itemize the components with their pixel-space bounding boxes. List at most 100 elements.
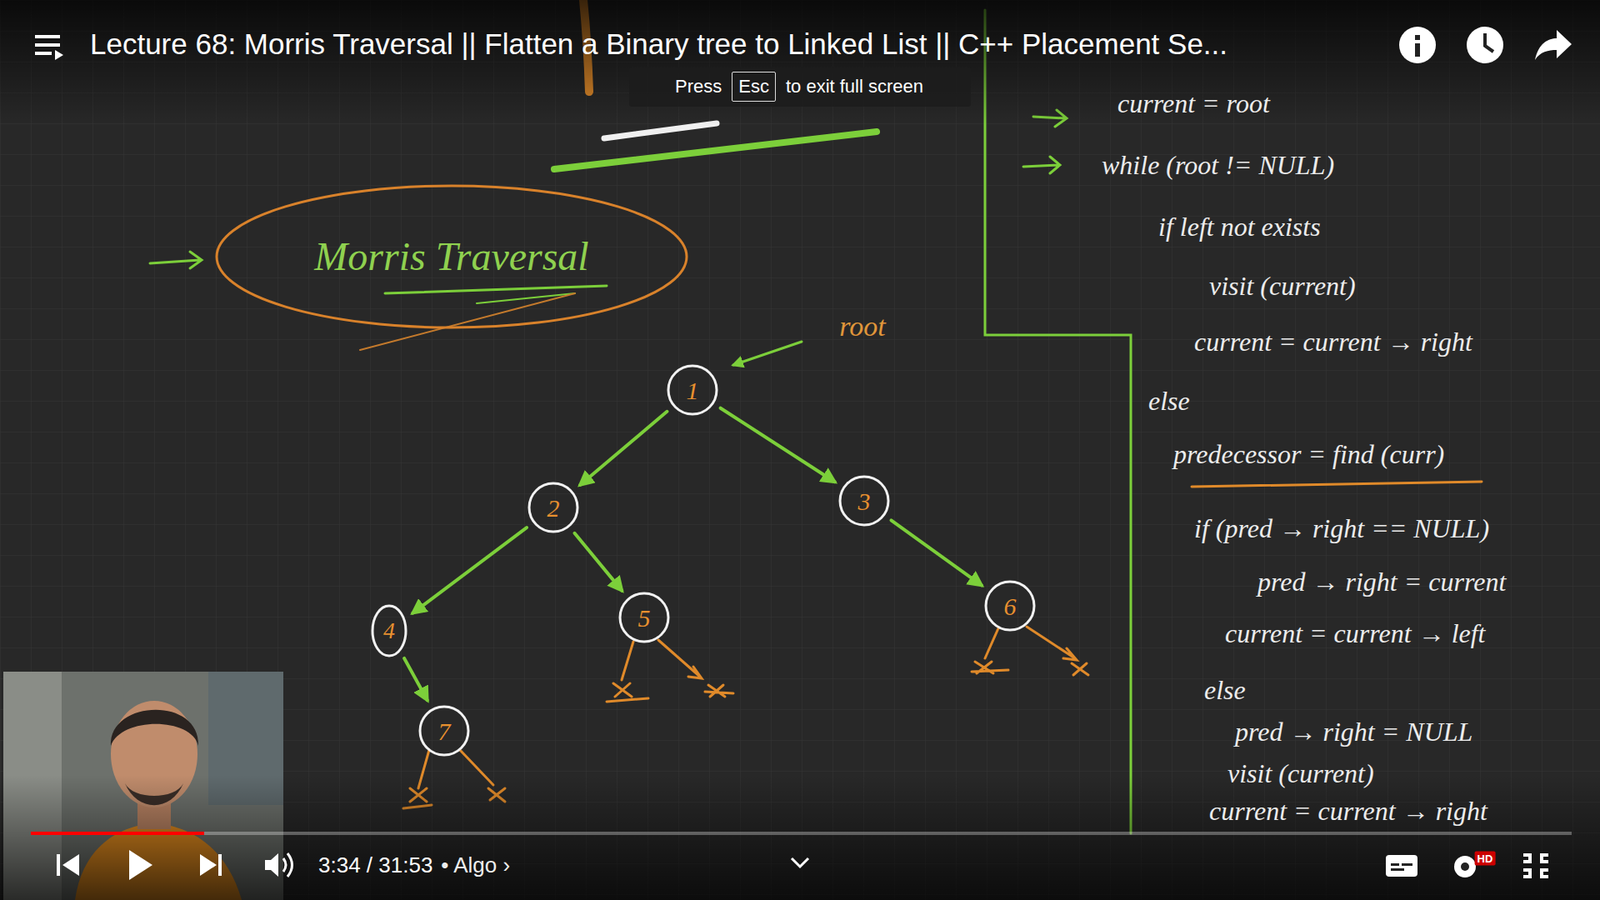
root-pointer (733, 341, 802, 365)
tree-node: 4 (370, 603, 409, 659)
info-icon (1415, 35, 1420, 40)
player-controls (1401, 863, 1413, 866)
playlist-icon (55, 50, 64, 60)
watch-later-icon (1466, 26, 1504, 64)
board-strokes (604, 123, 717, 139)
root-pointer (733, 341, 802, 365)
hint-text: Press (675, 75, 722, 98)
progress-bar (30, 831, 1572, 835)
player-controls (218, 854, 222, 876)
null-child-marks (971, 661, 1009, 674)
playlist-icon (35, 51, 52, 55)
node-value: 4 (383, 618, 395, 645)
null-child-marks (621, 641, 634, 680)
progress-bar (30, 831, 205, 835)
watch-later-icon (1485, 33, 1494, 52)
code-line: current = root (1117, 88, 1270, 120)
bottom-shade (0, 775, 1600, 900)
tree-node-outline (668, 365, 717, 415)
tree-node-outline (420, 706, 469, 755)
tree-node-outline (372, 605, 406, 656)
tree-edge (580, 411, 667, 485)
node-value: 5 (638, 604, 651, 632)
pointer-label: root (839, 310, 885, 343)
tree-node-outline (529, 483, 578, 532)
tree-node: 5 (617, 590, 671, 645)
null-child-marks (705, 685, 734, 697)
null-child-marks (1071, 663, 1089, 675)
watch-later-icon (1466, 26, 1504, 64)
webcam-overlay (110, 710, 199, 746)
node-value: 1 (686, 376, 700, 405)
pointer-arrow (1023, 156, 1060, 174)
player-controls (200, 854, 217, 876)
player-controls (1390, 868, 1405, 871)
null-child-marks (985, 628, 999, 659)
tree-node: 1 (665, 363, 720, 417)
player-controls (287, 853, 293, 877)
player-controls (1460, 862, 1470, 871)
time-row: 3:34 / 31:53 • Algo › (318, 852, 510, 879)
tree-node: 6 (983, 579, 1037, 633)
chapter-name: • Algo › (440, 852, 510, 879)
progress-bar (30, 831, 1572, 835)
top-shade (0, 0, 1600, 125)
code-line: current = current → right (1209, 795, 1488, 827)
code-line: else (1204, 675, 1246, 706)
hint-text: to exit full screen (785, 75, 924, 98)
tree-edge (404, 658, 428, 700)
player-controls (62, 854, 80, 876)
playlist-icon (35, 35, 64, 60)
esc-row: PressEscto exit full screen (675, 71, 924, 102)
board-strokes (1191, 481, 1482, 487)
tree-node: 7 (417, 704, 471, 758)
playlist-icon (35, 35, 60, 39)
player-controls (1523, 855, 1549, 877)
null-child-marks (1026, 626, 1077, 660)
code-line: predecessor = find (curr) (1173, 439, 1445, 470)
player-controls (1385, 855, 1418, 877)
code-line: current = current → right (1194, 326, 1473, 358)
info-icon (1415, 43, 1420, 57)
code-line: pred → right = current (1257, 566, 1506, 598)
video-title: Lecture 68: Morris Traversal || Flatten … (90, 27, 1228, 61)
tree-edge (412, 527, 527, 614)
tree-node-outline (620, 593, 669, 642)
board-strokes (476, 293, 575, 304)
player-controls (1454, 855, 1476, 878)
topic-ellipse: Morris Traversal (214, 183, 690, 330)
code-line: if (pred → right == NULL) (1194, 513, 1490, 545)
share-icon (1535, 30, 1572, 60)
board-strokes (385, 285, 607, 294)
playlist-icon (35, 43, 60, 47)
node-value: 2 (547, 494, 560, 522)
code-line: visit (current) (1227, 758, 1375, 790)
pointer-arrow (150, 251, 202, 269)
tree-edge (890, 520, 981, 585)
code-line: else (1148, 385, 1190, 417)
code-line: if left not exists (1158, 211, 1321, 243)
time-display: 3:34 / 31:53 (318, 852, 433, 879)
tree-node-outline (985, 581, 1035, 630)
board-strokes (985, 10, 1131, 834)
node-value: 7 (438, 717, 451, 745)
share-icon (1535, 30, 1572, 60)
info-icon (1399, 26, 1436, 64)
board-strokes (554, 131, 877, 170)
fullscreen-hint-box (629, 66, 971, 107)
code-line: pred → right = NULL (1235, 716, 1473, 748)
player-controls (791, 858, 809, 867)
tree-edge (574, 533, 622, 591)
null-child-marks (658, 640, 702, 679)
tree-node-outline (840, 476, 889, 525)
null-child-marks (606, 683, 649, 702)
pointer-arrow (150, 110, 1067, 269)
code-line: visit (current) (1209, 270, 1356, 302)
player-controls (129, 850, 153, 880)
node-value: 3 (858, 487, 871, 515)
tree-node: 2 (526, 480, 580, 535)
topic-title: Morris Traversal (314, 235, 589, 280)
